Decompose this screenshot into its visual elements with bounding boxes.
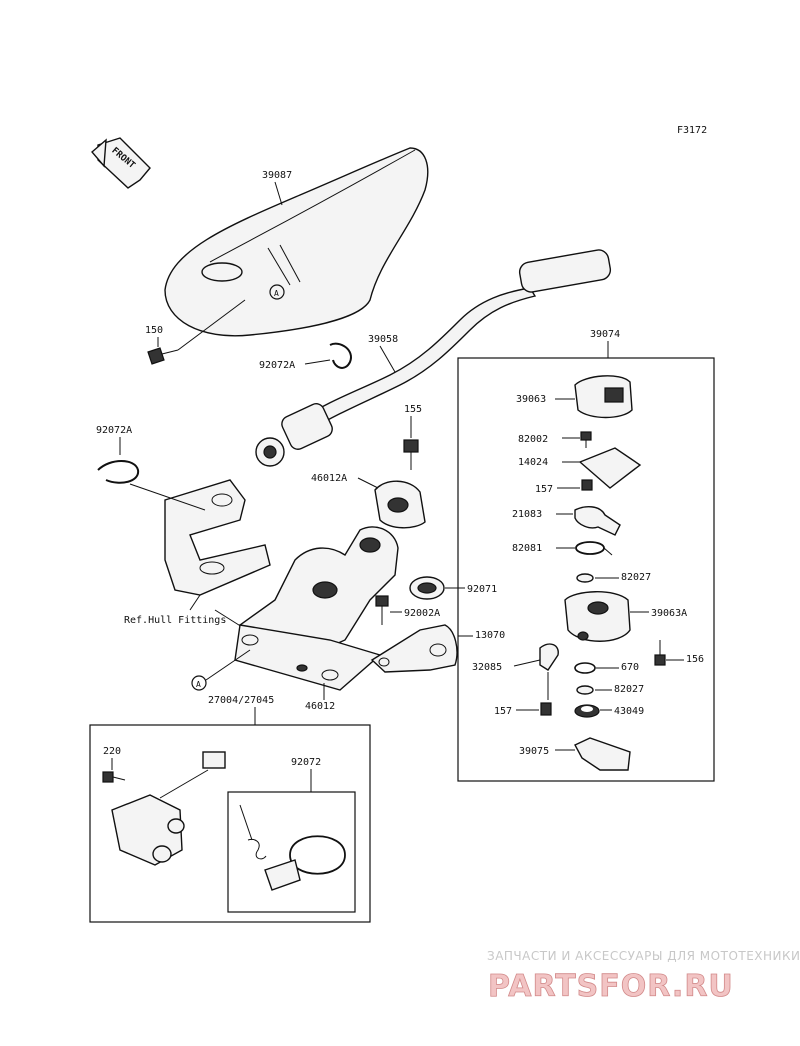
- hull-fitting-bracket: [164, 479, 271, 596]
- spring-82081: [575, 541, 613, 556]
- clamp-92072a-left: [97, 460, 140, 484]
- clamp-92072: [239, 804, 346, 891]
- part-label-670: 670: [621, 662, 639, 673]
- screw-82002: [580, 431, 592, 448]
- handlebar-cover: [164, 147, 429, 337]
- watermark-caption: ЗАПЧАСТИ И АКСЕССУАРЫ ДЛЯ МОТОТЕХНИКИ: [487, 949, 800, 963]
- part-label-39087: 39087: [262, 170, 292, 181]
- lever-32085: [539, 643, 559, 671]
- part-label-150: 150: [145, 325, 163, 336]
- bushing-92071: [409, 576, 445, 600]
- throttle-housing: [564, 591, 631, 642]
- part-label-39075: 39075: [519, 746, 549, 757]
- lever-21083: [574, 506, 621, 536]
- part-label-92072a-top: 92072A: [259, 360, 295, 371]
- part-label-32085: 32085: [472, 662, 502, 673]
- part-label-220: 220: [103, 746, 121, 757]
- part-label-13070: 13070: [475, 630, 505, 641]
- screw-157-top: [581, 479, 593, 491]
- part-label-82027-top: 82027: [621, 572, 651, 583]
- part-label-39058: 39058: [368, 334, 398, 345]
- part-label-82081: 82081: [512, 543, 542, 554]
- seal-43049: [574, 704, 600, 718]
- washer-82027-bottom: [576, 685, 594, 695]
- part-label-92002a: 92002A: [404, 608, 440, 619]
- o-ring-670: [574, 662, 596, 674]
- part-label-46012a: 46012A: [311, 473, 347, 484]
- throttle-cover: [574, 375, 633, 419]
- part-label-156: 156: [686, 654, 704, 665]
- throttle-lever: [574, 737, 631, 771]
- part-label-39063: 39063: [516, 394, 546, 405]
- throttle-assembly-box: [457, 357, 715, 782]
- part-label-14024: 14024: [518, 457, 548, 468]
- part-label-39063a: 39063A: [651, 608, 687, 619]
- part-label-92072: 92072: [291, 757, 321, 768]
- clamp-46012a: [374, 480, 426, 529]
- callout-a-top: A: [274, 289, 279, 298]
- steering-column: [234, 526, 399, 691]
- part-label-46012: 46012: [305, 701, 335, 712]
- bolt-92002a: [375, 595, 389, 625]
- switch-body: [111, 751, 226, 866]
- part-label-157-bottom: 157: [494, 706, 512, 717]
- part-label-155: 155: [404, 404, 422, 415]
- screw-157-bottom: [540, 702, 552, 716]
- part-label-21083: 21083: [512, 509, 542, 520]
- washer-82027-top: [576, 573, 594, 583]
- ref-hull-fittings: Ref.Hull Fittings: [124, 615, 226, 626]
- plate-14024: [578, 447, 642, 489]
- part-label-82002: 82002: [518, 434, 548, 445]
- part-label-157-top: 157: [535, 484, 553, 495]
- part-label-92072a-left: 92072A: [96, 425, 132, 436]
- switch-assembly-box: [89, 724, 371, 923]
- bolt-155: [403, 439, 419, 470]
- watermark-logo: PARTSFOR.RU: [488, 969, 734, 1004]
- plate-13070: [370, 624, 458, 673]
- callout-a-bottom: A: [196, 680, 201, 689]
- part-label-27004: 27004/27045: [208, 695, 274, 706]
- bolt-156: [654, 640, 666, 666]
- figure-code: F3172: [677, 125, 707, 136]
- part-label-82027-bottom: 82027: [614, 684, 644, 695]
- part-label-43049: 43049: [614, 706, 644, 717]
- screw-220: [102, 771, 126, 783]
- part-label-39074: 39074: [590, 329, 620, 340]
- clamp-detail-box: [227, 791, 356, 913]
- bolt-150: [147, 347, 179, 365]
- front-arrow-icon: FRONT: [91, 137, 151, 189]
- handlebar: [255, 249, 612, 467]
- clamp-92072a-top: [329, 342, 352, 369]
- part-label-92071: 92071: [467, 584, 497, 595]
